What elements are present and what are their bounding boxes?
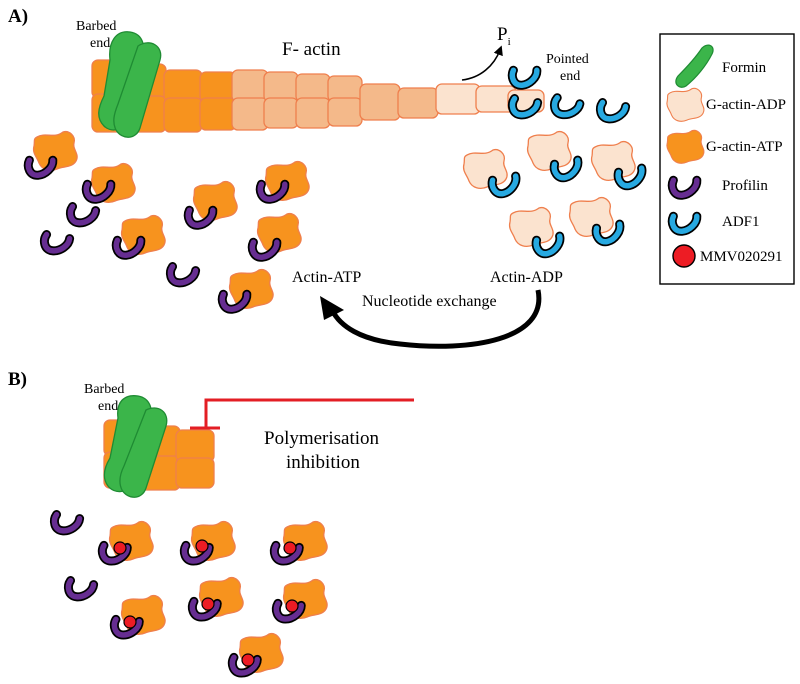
legend-label-formin: Formin	[722, 60, 767, 76]
mmv020291-icon	[672, 244, 696, 268]
inhibition-label-2: inhibition	[286, 452, 360, 473]
barbed-end-label-a2: end	[90, 36, 110, 51]
panel-b-label: B)	[8, 369, 27, 390]
legend-label-g-actin-atp: G-actin-ATP	[706, 139, 783, 155]
nucleotide-exchange-arrow	[329, 289, 542, 349]
formin-icon	[675, 44, 714, 88]
panel-a-label: A)	[8, 6, 28, 27]
formin-barbed-b	[103, 395, 168, 498]
f-actin-filament	[91, 59, 545, 133]
actin-adp-label: Actin-ADP	[490, 269, 563, 286]
legend-label-profilin: Profilin	[722, 178, 768, 194]
legend-label-mmv020291: MMV020291	[700, 249, 783, 265]
legend-label-g-actin-adp: G-actin-ADP	[706, 97, 786, 113]
barbed-end-label-b2: end	[98, 399, 118, 414]
pi-release-arrow	[461, 45, 503, 81]
nucleotide-exchange-arrowhead	[320, 296, 344, 320]
pi-subscript: i	[508, 36, 511, 48]
pointed-end-label-1: Pointed	[546, 52, 589, 67]
g-actin-atp-icon	[666, 129, 705, 164]
barbed-end-label-b1: Barbed	[84, 382, 124, 397]
pi-main: P	[497, 24, 508, 45]
actin-atp-label: Actin-ATP	[292, 269, 361, 286]
legend: Formin G-actin-ADP G-actin-ATP Profilin …	[659, 33, 795, 285]
inhibition-label-1: Polymerisation	[264, 428, 380, 449]
inhibited-actin-cluster	[53, 511, 328, 675]
g-actin-adp-icon	[666, 87, 705, 122]
inhibition-symbol	[190, 398, 414, 430]
pi-label: Pi	[497, 24, 511, 48]
nucleotide-exchange-label: Nucleotide exchange	[362, 293, 497, 310]
legend-label-adf1: ADF1	[722, 214, 760, 230]
barbed-end-label-a1: Barbed	[76, 19, 116, 34]
actin-atp-cluster	[26, 130, 310, 312]
pointed-end-label-2: end	[560, 69, 580, 84]
formin-barbed-a	[98, 31, 162, 138]
f-actin-label: F- actin	[282, 39, 341, 60]
actin-adp-cluster	[462, 130, 647, 257]
